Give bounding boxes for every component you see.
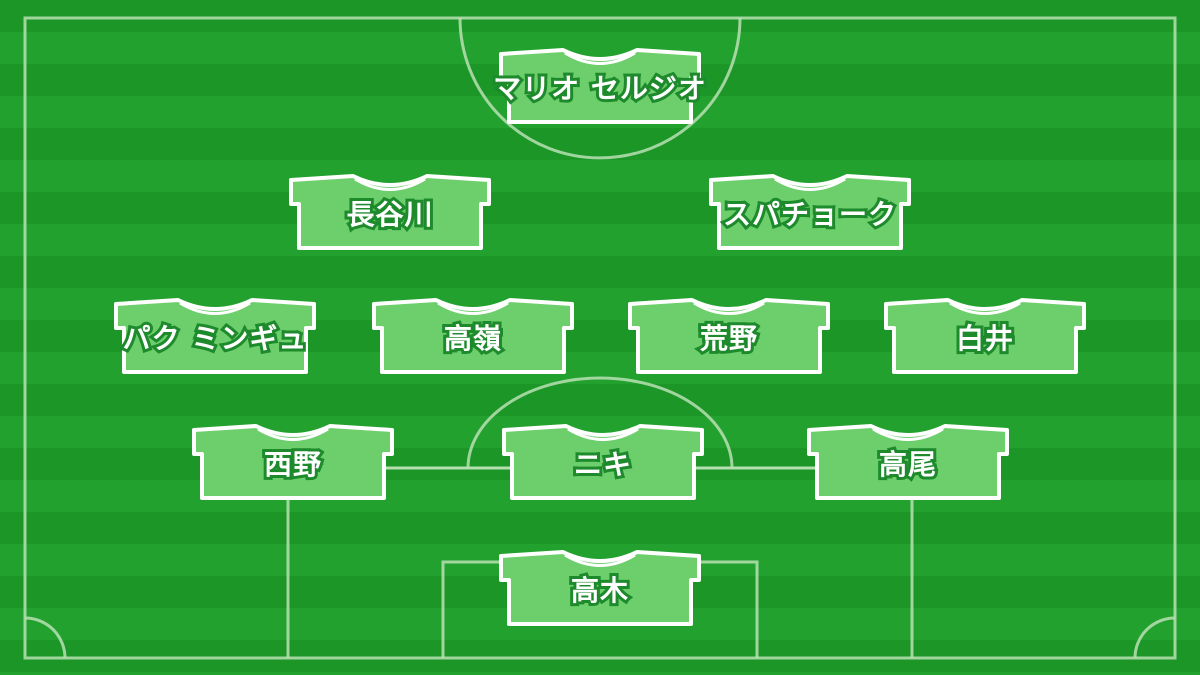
player-shirt-takamine: 高嶺: [368, 294, 578, 374]
player-name: 荒野: [697, 319, 760, 358]
player-shirt-takao: 高尾: [803, 420, 1013, 500]
shirt-icon: [499, 550, 701, 626]
player-shirt-takagi: 高木: [495, 546, 705, 626]
player-name: ニキ: [571, 445, 634, 484]
player-shirt-nishino: 西野: [188, 420, 398, 500]
player-name: 高嶺: [441, 319, 504, 358]
player-name: マリオ セルジオ: [490, 69, 709, 108]
player-shirt-niki: ニキ: [498, 420, 708, 500]
shirt-icon: [192, 424, 394, 500]
player-name: パク ミンギュ: [120, 319, 310, 358]
shirt-icon: [114, 298, 316, 374]
shirt-icon: [807, 424, 1009, 500]
bottom-center-circle: [466, 376, 734, 469]
shirt-icon: [709, 174, 911, 250]
corner-arc-left: [24, 616, 67, 659]
shirt-icon: [289, 174, 491, 250]
top-center-circle: [458, 17, 742, 160]
player-shirt-supachok: スパチョーク: [705, 170, 915, 250]
player-shirt-arano: 荒野: [624, 294, 834, 374]
player-name: スパチョーク: [720, 195, 899, 234]
player-shirt-hasegawa: 長谷川: [285, 170, 495, 250]
shirt-icon: [502, 424, 704, 500]
player-name: 西野: [261, 445, 324, 484]
player-name: 白井: [953, 319, 1016, 358]
player-shirt-mario-sergio: マリオ セルジオ: [490, 44, 709, 124]
shirt-icon: [372, 298, 574, 374]
player-name: 高木: [568, 571, 631, 610]
shirt-icon: [499, 48, 701, 124]
pitch-boundary: [23, 16, 1177, 660]
player-shirt-park-mingyu: パク ミンギュ: [110, 294, 320, 374]
shirt-icon: [628, 298, 830, 374]
player-shirt-shirai: 白井: [880, 294, 1090, 374]
player-name: 高尾: [876, 445, 939, 484]
player-name: 長谷川: [343, 195, 435, 234]
shirt-icon: [884, 298, 1086, 374]
corner-arc-right: [1133, 616, 1176, 659]
